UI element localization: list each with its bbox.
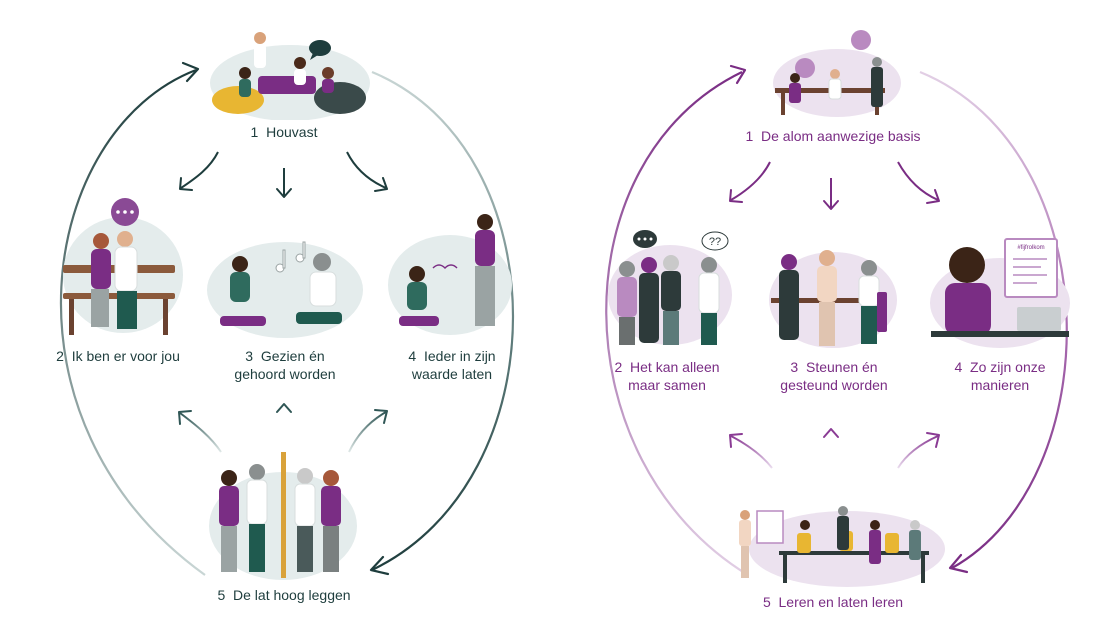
right-node-4-label: 4 Zo zijn onze manieren: [954, 358, 1045, 394]
node-title-line2: gehoord worden: [234, 366, 336, 382]
left-node-4-label: 4 Ieder in zijn waarde laten: [408, 347, 495, 383]
svg-text:#fijfrolkom: #fijfrolkom: [1017, 245, 1044, 251]
illustration-zo-zijn-onze-manieren: #fijfrolkom: [930, 238, 1070, 348]
illustration-ik-ben-er-voor-jou: [63, 198, 183, 335]
node-title: Leren en laten leren: [778, 594, 904, 610]
right-node-1-label: 1 De alom aanwezige basis: [745, 127, 920, 145]
left-cycle-arc-right: [371, 70, 515, 571]
speech-bubble-icon: [309, 40, 331, 60]
right-arrow-down-left: [730, 161, 771, 201]
illustration-de-lat-hoog-leggen: [209, 452, 357, 580]
music-notes-icon: [275, 241, 306, 273]
left-cycle-arrowhead-top: [181, 61, 200, 83]
node-title: Houvast: [266, 124, 318, 140]
node-title-line1: Het kan alleen: [630, 359, 720, 375]
node-title: Ik ben er voor jou: [71, 348, 180, 364]
right-node-5-label: 5 Leren en laten leren: [763, 593, 903, 611]
node-title: De lat hoog leggen: [233, 587, 351, 603]
node-title-line1: Gezien én: [260, 348, 325, 364]
node-number: 3: [245, 348, 254, 364]
node-number: 4: [954, 359, 963, 375]
left-arrow-up-right: [348, 411, 387, 453]
left-node-1-label: 1 Houvast: [251, 123, 318, 141]
right-cycle-arrowhead-bottom: [948, 553, 969, 574]
node-number: 3: [790, 359, 799, 375]
node-title-line2: gesteund worden: [780, 377, 888, 393]
illustration-houvast: [210, 32, 370, 120]
illustration-alom-aanwezige-basis: [773, 30, 901, 117]
node-number: 5: [762, 594, 771, 610]
node-title-line1: Zo zijn onze: [970, 359, 1046, 375]
node-number: 5: [217, 587, 226, 603]
node-title-line2: manieren: [970, 377, 1030, 393]
speech-bubble-icon: [633, 230, 657, 248]
left-node-5-label: 5 De lat hoog leggen: [217, 586, 350, 604]
illustration-gezien-en-gehoord: [207, 241, 363, 338]
illustration-het-kan-alleen-maar-samen: ??: [608, 230, 732, 345]
node-number: 2: [56, 348, 64, 364]
right-cycle-arrowhead-top: [729, 64, 747, 85]
right-cycle-arc-left: [605, 71, 749, 576]
right-node-3-label: 3 Steunen én gesteund worden: [780, 358, 887, 394]
right-arrow-up-right: [897, 435, 939, 469]
node-number: 1: [745, 128, 754, 144]
node-title-line2: maar samen: [628, 377, 706, 393]
left-node-2-label: 2 Ik ben er voor jou: [56, 347, 180, 365]
illustration-steunen-en-gesteund: [769, 250, 897, 348]
left-arrow-down-right: [346, 151, 387, 189]
node-number: 2: [614, 359, 623, 375]
node-title-line2: waarde laten: [411, 366, 493, 382]
svg-text:??: ??: [709, 236, 721, 248]
node-number: 1: [250, 124, 259, 140]
right-arrow-up-left: [730, 435, 773, 469]
left-cycle-arc-left: [59, 68, 206, 576]
illustration-leren-en-laten-leren: [739, 506, 945, 587]
speech-bubble-icon: [111, 198, 139, 226]
right-node-2-label: 2 Het kan alleen maar samen: [614, 358, 719, 394]
node-title-line1: Steunen én: [805, 359, 878, 375]
left-arrow-down-left: [180, 151, 219, 189]
right-arrow-down-right: [897, 161, 939, 201]
node-title-line1: Ieder in zijn: [423, 348, 496, 364]
illustration-ieder-in-zijn-waarde: [388, 214, 512, 335]
question-marks-icon: ??: [701, 231, 729, 251]
left-node-3-label: 3 Gezien én gehoord worden: [234, 347, 335, 383]
left-cycle-arrowhead-bottom: [369, 555, 390, 576]
node-title: De alom aanwezige basis: [761, 128, 921, 144]
left-arrow-up-left: [179, 412, 222, 453]
node-number: 4: [408, 348, 417, 364]
